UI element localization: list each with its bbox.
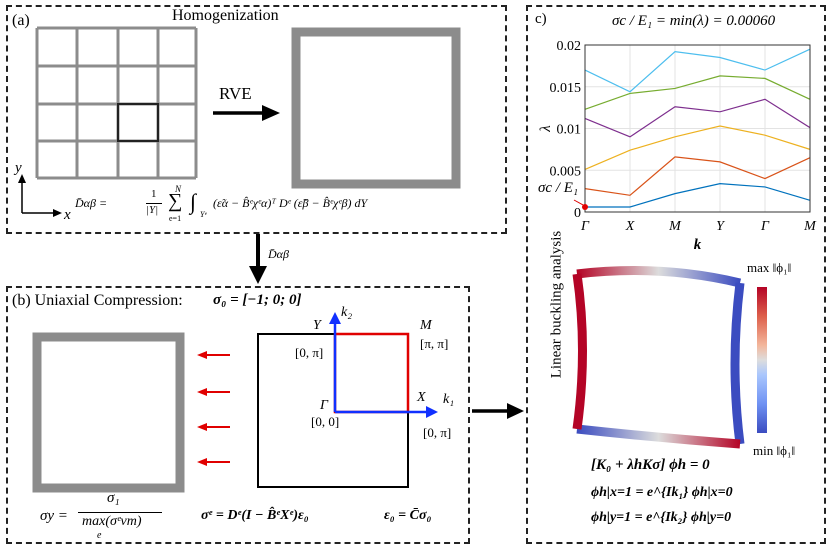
formula-lhs: D̄αβ = [75,196,108,210]
bz-label-pi0: [0, π] [423,425,452,440]
x-tick-label: Γ [580,219,590,234]
panel-b-label: (b) Uniaxial Compression: [12,292,183,309]
panel-a-label: (a) [12,12,30,29]
formula-body: (ε̃α − B̂ᵉχᵉα)ᵀ Dᵉ (ε̃β − B̂ᵉχᵉβ) dY [213,196,368,210]
y-tick-label: 0.015 [550,81,582,96]
y-tick-label: 0.02 [557,39,582,54]
rve-cell [291,27,461,189]
formula-int-sub: Yᵉ [200,210,207,219]
formula-integral: ∫ [190,189,197,214]
bz-label-M: M [420,318,432,333]
y-tick-label: 0 [574,206,581,221]
y-tick-label: 0.01 [557,123,582,138]
mode-left-edge [572,273,587,430]
series-line-0 [585,183,811,208]
x-tick-label: M [803,219,817,234]
bz-label-k2: k₂ [341,305,353,320]
rve-arrow-label: RVE [219,84,252,103]
bz-label-0pi: [0, π] [295,345,324,360]
bz-label-pipi: [π, π] [420,336,449,351]
bz-label-X: X [417,390,426,405]
formula-sum-sign: ∑ [168,190,183,212]
sigma-y-lhs: σy = [40,508,68,524]
min-lambda-leader [573,199,584,206]
bz-label-Y: Y [313,318,321,333]
lattice-grid [35,26,198,180]
x-tick-label: Y [716,219,726,234]
homogenization-formula: D̄αβ = [75,196,107,211]
connector-label: D̄αβ [268,247,289,261]
min-lambda-marker [582,203,588,210]
axis-x-label: x [64,207,71,223]
formula-sum-top: N [175,184,182,194]
series-line-3 [584,98,811,138]
sigma-y-den: max(σᵉvm) [82,514,142,529]
panel-b [6,286,470,544]
strain-equation: ε₀ = C̄σ₀ [384,508,432,523]
sigma-y-sub: e [97,530,102,541]
sigma-y-num: σ₁ [107,490,120,506]
mode-bottom-edge [576,424,741,449]
sigma-c-marker-label: σc / E₁ [538,180,579,196]
x-tick-label: Γ [760,219,770,234]
panel-a [6,5,507,234]
y-axis-label: λ [538,125,554,133]
series-line-5 [584,48,811,93]
colorbar-max-label: max ‖ϕ₁‖ [747,260,792,275]
eigen-equation: [K₀ + λhKσ] ϕh = 0 [591,457,710,473]
panel-b-load: σ₀ = [−1; 0; 0] [213,292,302,308]
colorbar [757,287,767,433]
bz-label-k1: k₁ [443,392,455,407]
bz-label-00: [0, 0] [311,414,340,429]
series-line-4 [584,75,811,110]
colorbar-min-label: min ‖ϕ₁‖ [753,443,796,458]
formula-frac-den: |Y| [146,204,159,216]
panel-a-title: Homogenization [172,7,279,24]
x-axis-label: k [694,237,702,253]
y-tick-label: 0.005 [550,164,582,179]
sigma-y-bar [78,512,162,513]
panel-c [526,5,826,544]
stress-equation: σᵉ = Dᵉ(I − B̂ᵉXᵉ)ε₀ [201,508,309,523]
formula-frac-num: 1 [151,188,157,200]
axis-y-label: y [15,160,22,176]
x-tick-label: X [625,219,635,234]
panel-c-title: σc / E₁ = min(λ) = 0.00060 [612,13,776,29]
plot-frame [584,44,811,213]
formula-sum-bot: e=1 [169,214,182,223]
rve-highlight [117,103,159,142]
compressed-cell [32,332,185,493]
series-line-1 [584,156,811,196]
bloch-eq-y: ϕh|y=1 = e^{Ik₂} ϕh|y=0 [591,510,732,525]
x-tick-label: M [668,219,682,234]
bz-label-Gamma: Γ [320,398,328,413]
bloch-eq-x: ϕh|x=1 = e^{Ik₁} ϕh|x=0 [591,485,733,500]
formula-frac-bar [146,203,162,204]
panel-c-label: c) [535,11,547,27]
load-arrows [197,351,230,466]
mode-right-edge [730,282,745,445]
series-line-2 [584,125,811,170]
mode-top-edge [576,266,742,288]
